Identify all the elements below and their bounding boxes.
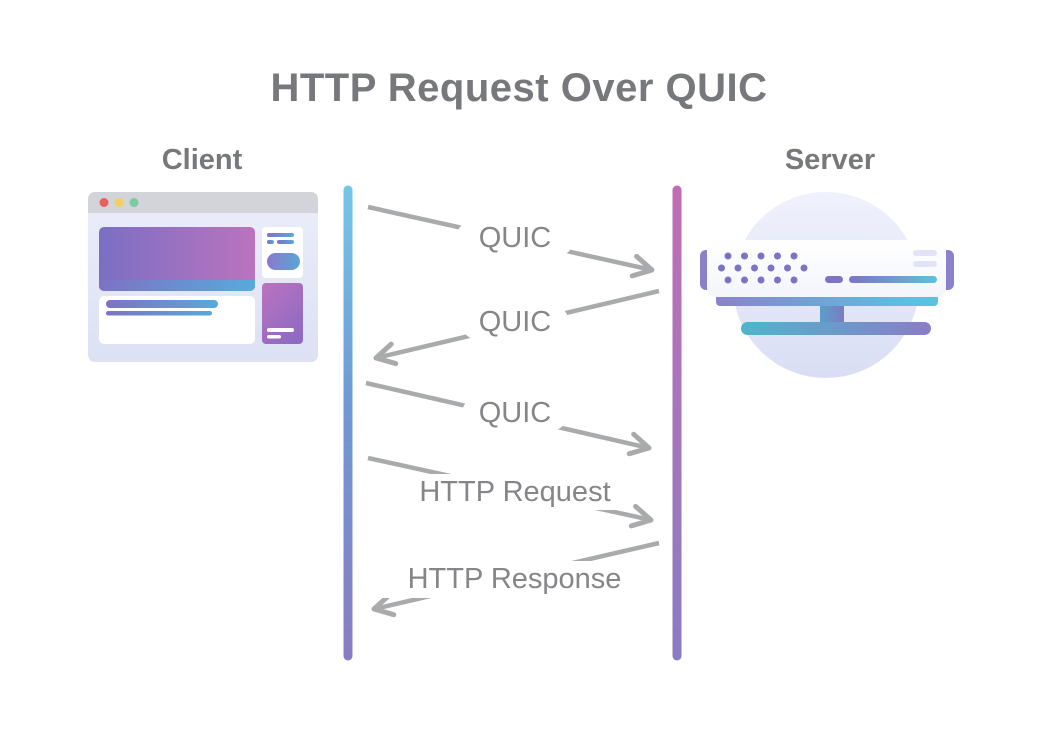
browser-hero-footer-bar [99, 280, 255, 291]
message-pill-quic-2: QUIC [461, 305, 569, 340]
client-browser-illustration [88, 192, 318, 362]
message-pill-quic-1: QUIC [456, 220, 574, 257]
browser-sidebar-button [267, 253, 300, 270]
traffic-light-green-icon [129, 198, 139, 207]
browser-text-line [106, 300, 218, 308]
server-slot-bar-short [825, 276, 843, 283]
server-indicator-line [913, 250, 937, 256]
message-pill-quic-3: QUIC [462, 396, 568, 431]
browser-hero-banner [99, 227, 255, 291]
server-vent-dots [718, 252, 808, 284]
client-label: Client [161, 144, 243, 176]
browser-sidebar-line [277, 240, 294, 244]
traffic-light-red-icon [99, 198, 109, 207]
server-illustration [700, 192, 954, 378]
browser-text-line [106, 311, 212, 316]
browser-titlebar [88, 192, 318, 213]
server-indicator-line [913, 261, 937, 267]
diagram-title: HTTP Request Over QUIC [270, 66, 768, 110]
browser-ad-line [267, 335, 281, 339]
browser-ad-line [267, 328, 294, 332]
browser-sidebar-line [267, 240, 274, 244]
message-pill-http-response: HTTP Response [362, 561, 667, 598]
traffic-light-yellow-icon [114, 198, 124, 207]
browser-ad-card [262, 283, 303, 344]
browser-sidebar-line [267, 233, 294, 237]
server-label: Server [784, 144, 876, 176]
server-base-bar [741, 322, 931, 335]
server-chassis [707, 240, 946, 297]
message-pill-http-request: HTTP Request [393, 474, 637, 510]
server-slot-bar-long [849, 276, 937, 283]
